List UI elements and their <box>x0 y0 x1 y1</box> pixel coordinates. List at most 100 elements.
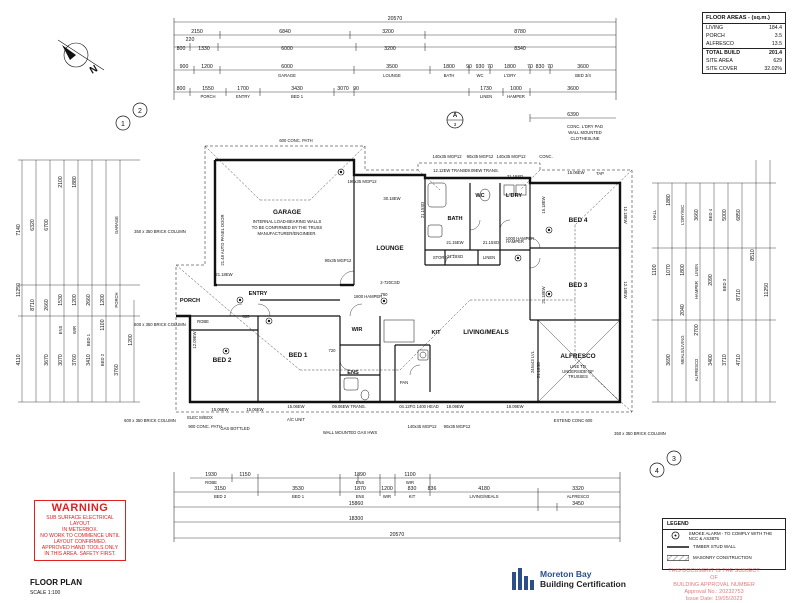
smoke-alarm-icons <box>222 168 553 355</box>
svg-text:MEALS/LIVING: MEALS/LIVING <box>680 335 685 364</box>
bottom-dimensions <box>173 472 621 542</box>
svg-text:140x45 MGP12: 140x45 MGP12 <box>407 424 437 429</box>
svg-text:8780: 8780 <box>514 29 526 35</box>
area-label: LIVING <box>706 25 724 31</box>
svg-text:3200: 3200 <box>382 29 394 35</box>
top-dimensions <box>173 18 617 122</box>
svg-text:1530: 1530 <box>58 294 64 306</box>
svg-text:4110: 4110 <box>16 354 22 365</box>
svg-text:3530: 3530 <box>292 486 304 492</box>
svg-text:1870: 1870 <box>354 486 366 492</box>
svg-text:1200: 1200 <box>381 486 393 492</box>
svg-text:21.18SD: 21.18SD <box>536 362 541 378</box>
legend-item: SMOKE ALARM - TO COMPLY WITH THE NCC & A… <box>663 530 785 541</box>
svg-text:3690: 3690 <box>666 354 672 366</box>
area-row: LIVING 184.4 <box>703 24 785 32</box>
plan-notes: INTERNAL LOAD-BEARING WALLS TO BE CONFIR… <box>124 124 666 436</box>
room-laundry: L'DRY <box>506 193 523 199</box>
room-kitchen: KIT <box>431 330 441 336</box>
room-wc: WC <box>475 193 484 199</box>
room-linen: LINEN <box>483 255 495 260</box>
floor-areas-heading: FLOOR AREAS - (sq.m.) <box>703 13 785 24</box>
room-porch: PORCH <box>180 298 200 304</box>
drawing-scale: SCALE 1:100 <box>30 590 61 596</box>
area-label: ALFRESCO <box>706 41 734 47</box>
stamp-line-1: THIS DOCUMENT IS THE SUBJECT OF <box>668 568 760 581</box>
svg-text:600 x 350 BRICK COLUMN: 600 x 350 BRICK COLUMN <box>134 322 186 327</box>
section-marker-4: 4 <box>649 462 665 478</box>
svg-text:L'DRY/WC: L'DRY/WC <box>680 205 685 225</box>
svg-text:09.06EW TRANS.: 09.06EW TRANS. <box>332 404 366 409</box>
section-sub: 3 <box>454 122 457 127</box>
svg-text:6840: 6840 <box>279 29 291 35</box>
area-value: 184.4 <box>769 25 782 31</box>
svg-text:3600: 3600 <box>567 86 579 92</box>
svg-text:BED 2: BED 2 <box>100 353 105 366</box>
svg-text:6390: 6390 <box>567 112 579 118</box>
area-value: 201.4 <box>769 50 782 56</box>
svg-text:1800: 1800 <box>504 64 516 70</box>
svg-text:2700: 2700 <box>694 324 700 336</box>
area-label: SITE COVER <box>706 66 738 72</box>
svg-text:1700: 1700 <box>237 86 249 92</box>
svg-text:2040: 2040 <box>680 304 686 316</box>
svg-text:3600: 3600 <box>577 64 589 70</box>
north-arrow-icon: N <box>57 39 105 77</box>
svg-text:12.18EW: 12.18EW <box>623 206 628 223</box>
door-swings <box>229 219 541 376</box>
svg-text:CLOTHESLINE: CLOTHESLINE <box>570 136 599 141</box>
legend-box: LEGEND SMOKE ALARM - TO COMPLY WITH THE … <box>662 518 786 570</box>
svg-text:190x35 MGP12: 190x35 MGP12 <box>347 179 377 184</box>
svg-text:LINE TO: LINE TO <box>570 364 587 369</box>
svg-text:ALFRESCO: ALFRESCO <box>567 494 590 499</box>
svg-text:350 x 350 BRICK COLUMN: 350 x 350 BRICK COLUMN <box>134 229 186 234</box>
svg-text:WALL MOUNTED GAS HWS: WALL MOUNTED GAS HWS <box>323 430 378 435</box>
svg-text:7140: 7140 <box>16 224 22 236</box>
logo-line-2: Building Certification <box>540 579 626 589</box>
svg-text:3320: 3320 <box>572 486 584 492</box>
area-label: SITE AREA <box>706 58 733 64</box>
svg-text:BED 3/4: BED 3/4 <box>575 73 591 78</box>
svg-text:2660: 2660 <box>44 299 50 311</box>
stamp-line-4: Issue Date: 19/05/2023 <box>685 596 743 602</box>
svg-text:3430: 3430 <box>291 86 303 92</box>
svg-text:220: 220 <box>186 37 195 43</box>
building-logo-icon <box>512 568 534 590</box>
svg-text:BED 1: BED 1 <box>291 94 304 99</box>
room-store: STORE <box>433 255 448 260</box>
svg-text:INTERNAL LOAD-BEARING WALLS: INTERNAL LOAD-BEARING WALLS <box>253 219 322 224</box>
area-label: TOTAL BUILD <box>706 50 741 56</box>
section-label: A <box>453 113 458 119</box>
svg-text:21.48 AUTO PANEL DOOR: 21.48 AUTO PANEL DOOR <box>220 214 225 265</box>
svg-text:720: 720 <box>329 348 337 353</box>
svg-text:15860: 15860 <box>349 501 364 507</box>
svg-text:3760: 3760 <box>114 364 120 376</box>
room-alfresco: ALFRESCO <box>560 353 595 360</box>
alfresco-slab <box>537 319 621 403</box>
svg-text:ROBE: ROBE <box>197 319 209 324</box>
svg-text:90x35 MGP12: 90x35 MGP12 <box>467 154 494 159</box>
svg-text:HALL: HALL <box>652 209 657 220</box>
svg-text:ELEC M/BOX: ELEC M/BOX <box>187 415 213 420</box>
svg-text:90x35 MGP12: 90x35 MGP12 <box>325 258 352 263</box>
section-marker-2: 2 <box>132 102 148 118</box>
svg-text:70: 70 <box>527 64 533 70</box>
section-marker-1: 1 <box>115 115 131 131</box>
external-walls <box>176 158 622 404</box>
svg-text:21.18EW: 21.18EW <box>541 286 546 303</box>
svg-text:3670: 3670 <box>44 354 50 366</box>
section-label: 4 <box>655 468 659 475</box>
svg-text:12.09EW: 12.09EW <box>192 331 197 348</box>
svg-text:18.09EW: 18.09EW <box>446 404 463 409</box>
svg-text:ENS: ENS <box>356 480 365 485</box>
svg-text:ENS: ENS <box>356 494 365 499</box>
svg-text:PORCH: PORCH <box>114 292 119 307</box>
svg-text:3500: 3500 <box>386 64 398 70</box>
room-bed-1: BED 1 <box>289 352 308 359</box>
section-label: 3 <box>672 456 676 463</box>
bath-fixtures <box>343 182 527 401</box>
svg-text:600 CONC. PATH: 600 CONC. PATH <box>279 138 312 143</box>
svg-text:1930: 1930 <box>205 472 217 478</box>
